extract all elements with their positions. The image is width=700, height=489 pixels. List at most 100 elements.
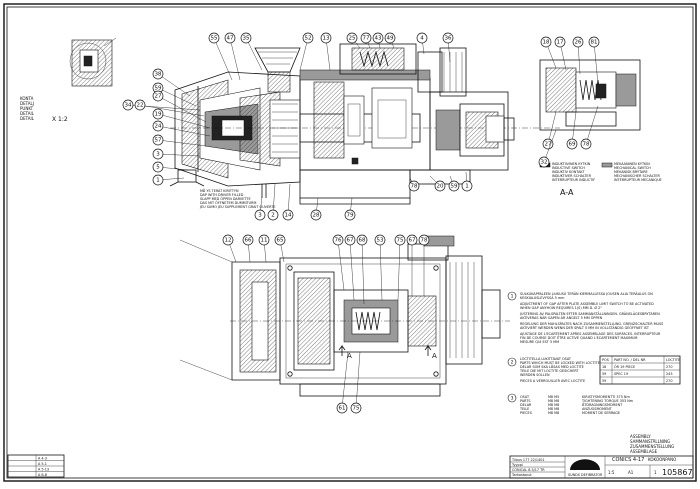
callout-bubble: 25 [346,32,358,44]
callout-bubble: 68 [356,234,368,246]
torque-value: KIRISTYSMOMENTTI 375 Nm [582,395,630,399]
drawing-format: A1 [628,470,634,475]
torque-size: M8 M8 [548,407,559,411]
callout-number: 75 [353,405,360,411]
callout-number: 2 [271,212,275,218]
legend-line: INTERRUPTEUR INDUCTIF [552,178,595,182]
note-line: WERDEN SOLLEN [520,373,550,377]
callout-number: 32 [541,159,548,165]
torque-size: M8 M8 [548,403,559,407]
callout-bubble: 65 [274,234,286,246]
callout-bubble: 27 [152,90,164,102]
callout-number: 4 [420,35,424,41]
torque-part: PARTS [520,399,530,403]
assembly-line: SAMMANSTÄLLNING [630,439,670,444]
section-label: A-A [560,188,574,197]
callout-bubble: 35 [240,32,252,44]
table-cell: 59 [602,379,606,383]
drawing-number: 105867 [662,468,693,477]
callout-number: 53 [377,237,384,243]
drawing-subtitle: KOKOONPANO [648,457,676,462]
detail-scale: X 1:2 [52,116,68,123]
callout-number: 78 [421,237,428,243]
note-line: DELAR SOM SKA LÅSAS MED LOCTITE [520,364,584,369]
callout-bubble: 19 [152,108,164,120]
callout-bubble: 3 [254,209,266,221]
note-line: ADJUSTMENT OF GAP AFTER PLATE ASSEMBLY. … [520,302,654,306]
leader-line [157,113,211,129]
callout-number: 34 [125,102,132,108]
legend-line: MEKANISK BRYTARE [614,170,648,174]
leader-line [299,37,309,71]
assembly-title: ASSEMBLY SAMMANSTÄLLNING ZUSAMMENSTELLUN… [630,434,674,454]
revision-entry: A 6-8 [38,473,47,477]
legend-line: INDUKTIIVINEN KYTKIN [552,162,591,166]
callout-bubble: 76 [332,234,344,246]
leader-line [139,104,205,117]
callout-number: 57 [155,137,162,143]
table-cell: 270 [666,379,672,383]
title-field: Tarkastanut [511,473,532,477]
svg-text:2: 2 [511,360,514,366]
revision-entry: A 5-13 [38,468,49,472]
torque-part: TEILE [519,407,529,411]
callout-bubble: 78 [580,138,592,150]
callout-number: 13 [323,35,330,41]
legend: INDUKTIIVINEN KYTKIN INDUCTIVE SWITCH IN… [539,162,662,182]
table-cell: ÖR 19 PIECE [614,364,635,369]
drawing-scale: 1:5 [608,470,615,475]
callout-bubble: 77 [360,32,372,44]
note-line: AJUSTAGE DE L'ECARTEMENT APRES ASSEMBLAG… [520,332,661,336]
callout-number: 61 [339,405,346,411]
table-header: PART NO. / DEL NR [614,358,646,362]
torque-notes: 3 OSAT PARTS DELAR TEILE PIECES M8 M5 M8… [507,393,634,415]
section-a-a-view: A-A [539,59,641,197]
table-cell: 59 [602,372,606,376]
callout-number: 1 [465,183,469,189]
callout-number: 78 [411,183,418,189]
leader-line [543,129,557,163]
sheet-border [3,3,697,482]
callout-number: 67 [409,237,416,243]
torque-size: M8 M8 [548,411,559,415]
callout-number: 76 [335,237,342,243]
leader-line [379,239,383,301]
drawing-title: CONICS 4-17 [612,457,644,463]
callout-number: 27 [155,93,162,99]
note-1: 1 SULKUKAPPALEEN LIUKUSU TERÄN KIERMALLE… [507,291,663,344]
legend-line: INDUKTIV KONTAKT [552,170,585,174]
callout-number: 26 [575,39,582,45]
callout-number: 25 [349,35,356,41]
leader-line [349,239,355,301]
leader-line [361,239,365,305]
leader-line [157,153,201,157]
torque-value: MOMENT DE SERRAGE [582,411,620,415]
callout-bubble: 14 [282,209,294,221]
leader-line [157,87,197,107]
torque-size: M8 M8 [548,399,559,403]
callout-number: 67 [347,237,354,243]
callout-number: 68 [359,237,366,243]
callout-number: 11 [261,237,268,243]
torque-value: TIGHTENING TORQUE 353 Nm [581,399,634,403]
callout-bubble: 69 [566,138,578,150]
revision-entry: A 5-1 [38,462,47,466]
assembly-line: ZUSAMMENSTELLUNG [630,444,674,449]
callout-bubble: 18 [540,36,552,48]
callout-number: 1 [156,177,160,183]
callout-number: 69 [569,141,576,147]
callout-number: 65 [277,237,284,243]
callout-number: 22 [137,102,144,108]
callout-bubble: 57 [152,134,164,146]
callout-bubble: 52 [302,32,314,44]
callout-bubble: 13 [320,32,332,44]
callout-bubble: 67 [344,234,356,246]
detail-label: DETAIL [20,116,35,121]
note-line: REGELUNG DER MAHLSPALTES NACH ZUSAMMENST… [520,322,663,326]
leader-line [585,105,599,145]
note-line: MÅ YS TERÄT KIRITTYN [200,188,239,193]
table-cell: SPEC 19 [614,372,628,376]
leader-line [157,95,207,123]
callout-number: 66 [245,237,252,243]
